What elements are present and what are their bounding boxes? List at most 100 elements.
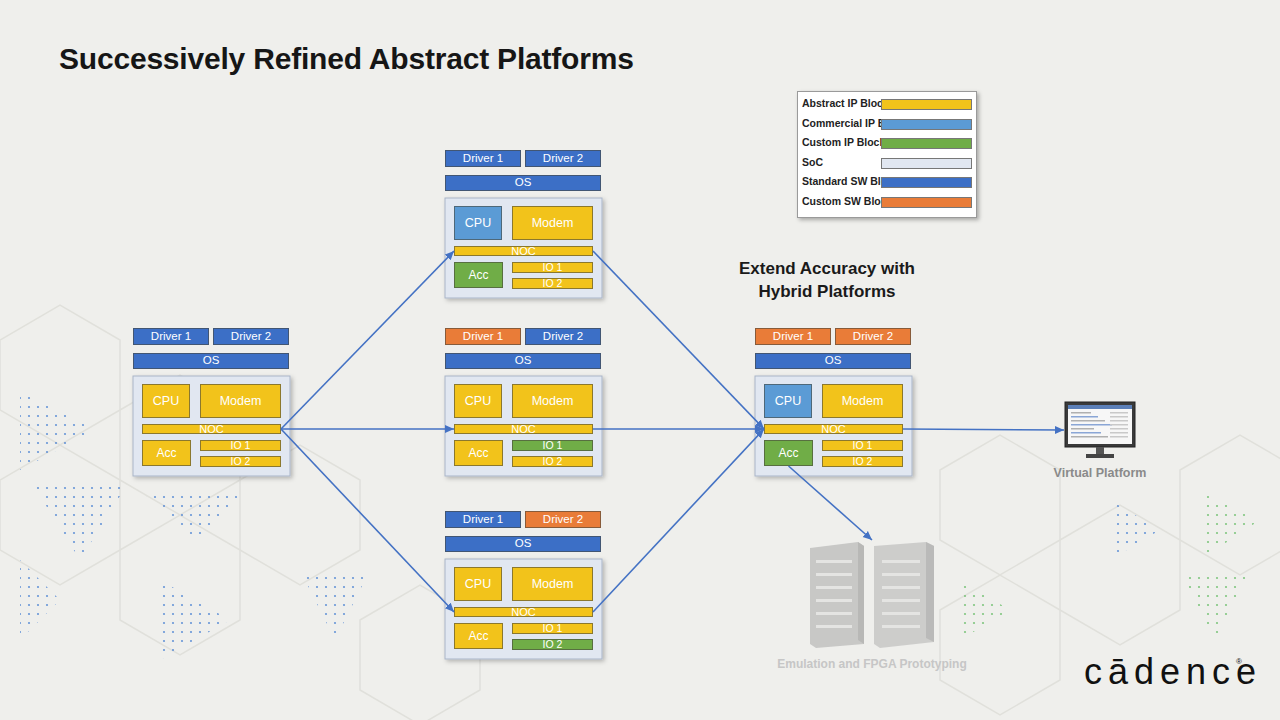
dot-triangle	[30, 480, 130, 560]
io-block: IO 2	[512, 456, 593, 467]
server-slot	[882, 612, 920, 615]
os-band: OS	[445, 353, 601, 369]
server-cabinet-side	[858, 542, 864, 644]
block-label: Modem	[220, 395, 262, 408]
block-label: Driver 2	[543, 153, 583, 165]
server-cabinet	[874, 542, 934, 648]
server-slot	[882, 625, 920, 628]
screen-line	[1071, 424, 1112, 426]
block-label: Driver 1	[773, 331, 813, 343]
screen-line	[1071, 428, 1094, 430]
flow-arrow	[593, 429, 764, 612]
block-label: Driver 1	[463, 514, 503, 526]
block-label: Acc	[778, 447, 798, 459]
block-label: OS	[203, 355, 220, 367]
flow-arrow	[281, 429, 454, 612]
block-label: Modem	[842, 395, 884, 408]
monitor-illustration	[1064, 401, 1136, 459]
flow-arrow	[281, 428, 454, 430]
block-label: IO 1	[231, 440, 251, 451]
block-label: Driver 2	[543, 331, 583, 343]
server-slot	[882, 599, 920, 602]
driver-box: Driver 2	[835, 328, 911, 345]
driver-box: Driver 1	[445, 328, 521, 345]
accelerator-block: Acc	[454, 440, 503, 466]
monitor-stand	[1086, 454, 1114, 458]
block-label: Acc	[468, 269, 488, 281]
modem-block: Modem	[822, 384, 903, 418]
block-label: IO 1	[543, 262, 563, 273]
server-slot	[882, 586, 920, 589]
caption-label: Virtual Platform	[1054, 467, 1147, 480]
screen-line	[1071, 432, 1101, 434]
block-label: NOC	[511, 246, 535, 257]
driver-box: Driver 2	[525, 511, 601, 528]
block-label: CPU	[465, 395, 491, 408]
screen-line	[1110, 416, 1128, 418]
accelerator-block: Acc	[454, 623, 503, 649]
hexagon	[940, 575, 1060, 715]
driver-box: Driver 1	[755, 328, 831, 345]
modem-block: Modem	[512, 384, 593, 418]
legend-swatch	[881, 138, 972, 149]
block-label: IO 1	[543, 440, 563, 451]
screen-bar	[1068, 405, 1132, 409]
block-label: Driver 2	[853, 331, 893, 343]
block-label: NOC	[821, 424, 845, 435]
dot-triangle	[300, 570, 370, 640]
trademark-mark: ®	[1236, 657, 1242, 666]
driver-box: Driver 1	[445, 511, 521, 528]
legend-text: Abstract IP Block	[802, 97, 889, 109]
block-label: CPU	[775, 395, 801, 408]
driver-box: Driver 1	[133, 328, 209, 345]
server-illustration	[808, 540, 936, 650]
legend-swatch	[881, 177, 972, 188]
screen-line	[1071, 416, 1098, 418]
block-label: IO 1	[543, 623, 563, 634]
monitor-frame	[1065, 402, 1135, 447]
server-slot	[816, 625, 852, 628]
server-slot	[816, 599, 852, 602]
dot-triangle	[160, 580, 230, 660]
block-label: Acc	[468, 630, 488, 642]
legend-text: SoC	[802, 156, 823, 168]
block-label: Modem	[532, 395, 574, 408]
os-band: OS	[755, 353, 911, 369]
legend-box: Abstract IP BlockCommercial IP BlockCust…	[797, 91, 977, 218]
noc-band: NOC	[454, 424, 593, 434]
os-band: OS	[445, 175, 601, 191]
block-label: Driver 2	[543, 514, 583, 526]
flow-arrow	[789, 466, 873, 540]
io-block: IO 1	[512, 440, 593, 451]
driver-box: Driver 1	[445, 150, 521, 167]
screen-line	[1110, 420, 1128, 422]
block-label: OS	[825, 355, 842, 367]
legend-text: Custom SW Block	[802, 195, 892, 207]
dot-triangle	[1110, 500, 1160, 560]
block-label: IO 1	[853, 440, 873, 451]
io-block: IO 1	[200, 440, 281, 451]
soc-box	[445, 559, 602, 659]
driver-box: Driver 2	[525, 150, 601, 167]
io-block: IO 1	[822, 440, 903, 451]
block-label: Driver 1	[463, 331, 503, 343]
dot-triangle	[1180, 570, 1250, 640]
flow-arrow	[593, 428, 764, 430]
server-slot	[816, 573, 852, 576]
soc-box	[445, 198, 602, 298]
block-label: Modem	[532, 578, 574, 591]
block-label: NOC	[511, 607, 535, 618]
noc-band: NOC	[454, 246, 593, 256]
block-label: NOC	[511, 424, 535, 435]
soc-box	[133, 376, 290, 476]
legend-swatch	[881, 197, 972, 208]
modem-block: Modem	[512, 567, 593, 601]
server-slot	[816, 586, 852, 589]
cpu-block: CPU	[764, 384, 812, 418]
flow-arrow	[281, 251, 454, 429]
screen-line	[1071, 436, 1108, 438]
block-label: OS	[515, 177, 532, 189]
screen-line	[1071, 420, 1105, 422]
block-label: IO 2	[231, 456, 251, 467]
